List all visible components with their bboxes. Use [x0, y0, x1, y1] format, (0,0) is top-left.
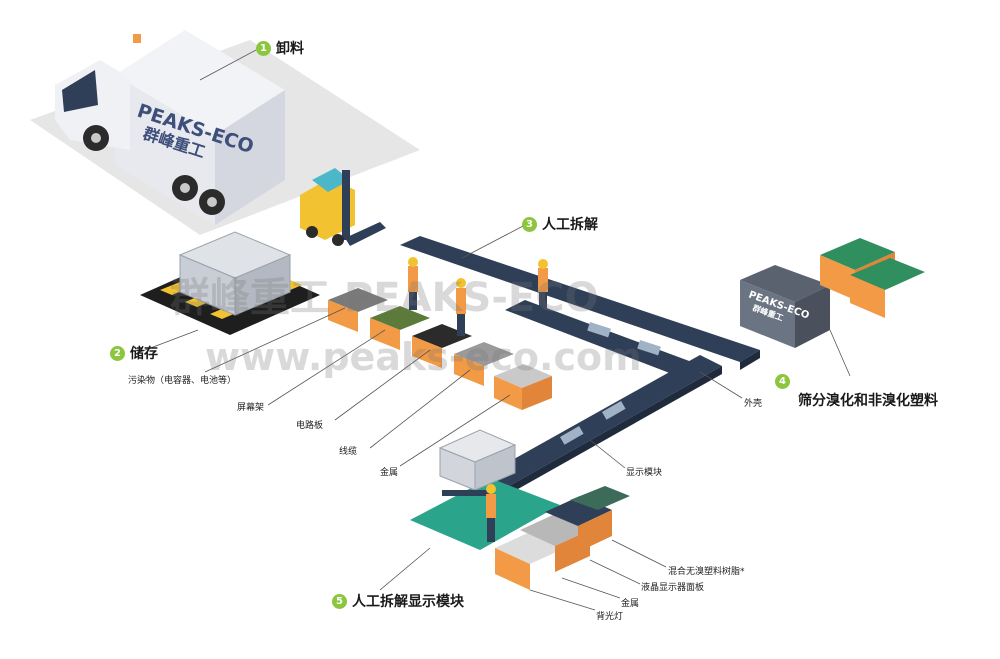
worker [538, 268, 548, 292]
worker-head [456, 278, 466, 288]
label-lcd-panel: 液晶显示器面板 [641, 583, 705, 593]
label-screen-frame: 屏幕架 [237, 403, 265, 413]
plastic-bin [850, 258, 925, 290]
label-metal: 金属 [380, 468, 399, 478]
worker-legs [409, 292, 417, 310]
step-2-number: 2 [110, 345, 125, 361]
truck-beacon [133, 34, 141, 43]
output-bin-body [495, 548, 530, 590]
sorting-bin-body [454, 354, 484, 386]
step-1-number: 1 [256, 40, 271, 56]
sorting-bin-side [522, 376, 552, 410]
label-pollutants: 污染物（电容器、电池等） [128, 376, 237, 386]
lower-conveyor-edge [502, 366, 722, 498]
label-mixed-plastic: 混合无溴塑料树脂* [668, 567, 745, 577]
truck-wheel-hub [180, 183, 190, 193]
step-4-number: 4 [775, 374, 790, 389]
forklift-wheel [306, 226, 318, 238]
truck-wheel-hub [207, 197, 217, 207]
label-metal-2: 金属 [621, 599, 640, 609]
sorting-machine-top [740, 265, 830, 302]
truck-cargo-top [115, 30, 285, 135]
step-2: 2 储存 [110, 343, 158, 363]
sorting-bin-body [494, 376, 522, 410]
forklift-mast [342, 170, 350, 240]
work-table [442, 490, 492, 496]
step-4: 4 [775, 374, 790, 389]
station-floor [410, 478, 560, 550]
step-5-number: 5 [332, 593, 347, 609]
worker-legs [539, 292, 547, 308]
forklift-body [300, 178, 355, 240]
upper-conveyor-edge [740, 350, 760, 370]
sorting-machine-side [795, 285, 830, 348]
step-1-label: 卸料 [276, 41, 304, 57]
step-3-label: 人工拆解 [542, 217, 598, 233]
lower-conveyor [480, 355, 722, 490]
leader-lines [139, 49, 851, 611]
label-backlight: 背光灯 [596, 612, 624, 622]
step-3: 3 人工拆解 [522, 214, 598, 234]
step-4-text: 筛分溴化和非溴化塑料 [798, 390, 938, 410]
label-housing: 外壳 [744, 399, 763, 409]
belt-plate [637, 340, 661, 356]
storage-cage-right [234, 254, 291, 316]
step-5-label: 人工拆解显示模块 [352, 594, 464, 610]
forklift-wheel [332, 234, 344, 246]
worker-legs [457, 314, 465, 336]
watermark-line2: www.peaks-eco.com [205, 335, 642, 379]
belt-plate [587, 322, 611, 338]
label-display-module: 显示模块 [626, 468, 663, 478]
sorting-bin-body [370, 318, 400, 350]
label-cable: 线缆 [339, 447, 358, 457]
station-worker [486, 494, 496, 518]
sorting-bin [494, 364, 552, 388]
truck-wheel-hub [91, 133, 101, 143]
worker [408, 266, 418, 292]
sorting-bin-body [328, 300, 358, 332]
step-4-label: 筛分溴化和非溴化塑料 [798, 393, 938, 409]
belt-plate [601, 401, 626, 420]
middle-conveyor [505, 300, 700, 377]
forklift-forks [345, 222, 386, 246]
step-1: 1 卸料 [256, 38, 304, 58]
worker-head [408, 257, 418, 267]
fume-hood-side [474, 444, 516, 491]
station-worker-head [486, 484, 496, 494]
plastic-bin [820, 238, 895, 270]
worker-head [538, 259, 548, 269]
step-5: 5 人工拆解显示模块 [332, 591, 464, 611]
step-3-number: 3 [522, 216, 537, 232]
belt-plate [560, 426, 584, 445]
truck-window [62, 70, 98, 112]
forklift-cabin-glass [312, 168, 350, 192]
output-bin [570, 486, 630, 510]
output-bin-body [578, 510, 612, 552]
label-circuit-board: 电路板 [296, 421, 324, 431]
station-worker-legs [487, 518, 495, 542]
truck-cargo-back [215, 90, 285, 225]
step-2-label: 储存 [130, 346, 158, 362]
watermark-line1: 群峰重工 PEAKS-ECO [170, 275, 599, 321]
sorting-machine-front [740, 280, 795, 348]
plastic-bin-body [850, 275, 885, 318]
upper-conveyor [400, 236, 760, 362]
plastic-bin-body [820, 255, 855, 300]
worker [456, 288, 466, 314]
